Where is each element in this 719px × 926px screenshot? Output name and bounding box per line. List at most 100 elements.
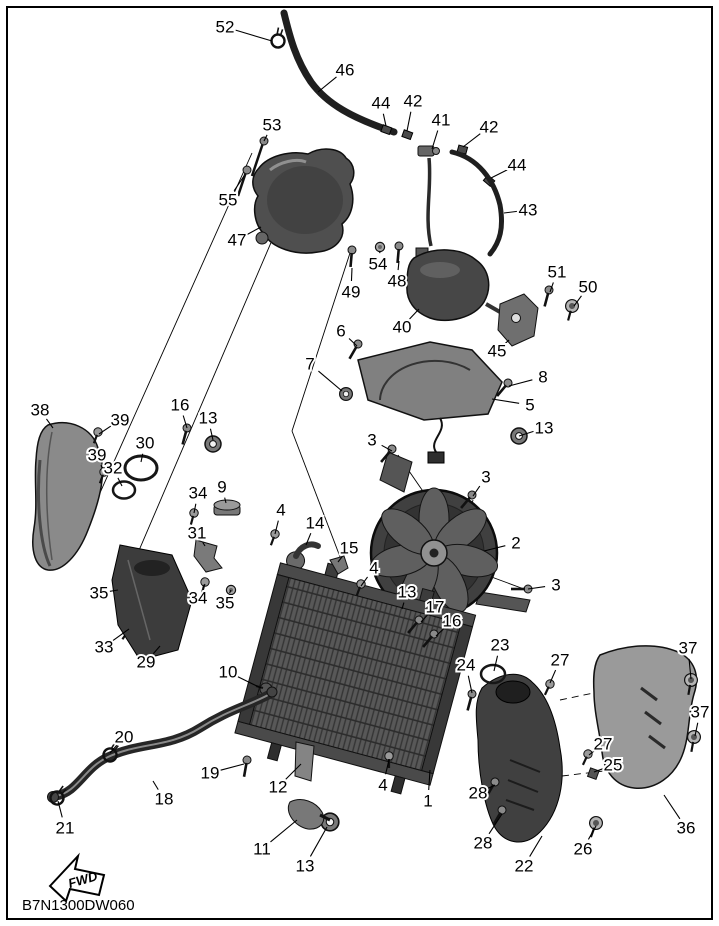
valve-tube-41	[426, 157, 433, 247]
leader-line-30	[140, 453, 144, 463]
leader-line-20	[109, 744, 118, 754]
leader-line-15	[337, 556, 343, 563]
screw-4-a	[265, 527, 282, 548]
leader-line-48	[397, 260, 400, 271]
leader-line-1	[428, 769, 431, 791]
leader-line-3	[381, 444, 393, 452]
radiator-outlet-nipple	[266, 686, 278, 698]
diagram-border	[6, 6, 713, 920]
part-callout-47: 47	[228, 231, 247, 250]
leader-line-3	[527, 586, 546, 590]
part-callout-43: 43	[519, 201, 538, 220]
bolt-49	[345, 244, 358, 269]
clamp-44-a	[380, 124, 393, 136]
leader-line-47	[246, 226, 262, 236]
leader-line-14	[305, 532, 312, 546]
leader-line-42	[462, 133, 481, 148]
part-callout-39: 39	[88, 446, 107, 465]
breather-hose-46	[280, 9, 398, 136]
leader-line-35	[109, 589, 119, 592]
air-duct-29	[111, 544, 193, 661]
leader-line-22	[529, 835, 543, 857]
bracket-11	[287, 799, 331, 830]
part-callout-48: 48	[388, 272, 407, 291]
part-callout-28: 28	[469, 784, 488, 803]
leader-line-4	[385, 759, 390, 775]
leader-line-44	[382, 113, 387, 127]
leader-line-23	[493, 655, 499, 672]
part-callout-36: 36	[677, 819, 696, 838]
leader-line-50	[573, 295, 582, 307]
side-cover-36	[592, 645, 698, 789]
bolt-6	[344, 337, 365, 363]
part-callout-50: 50	[579, 278, 598, 297]
leader-line-21	[57, 800, 63, 818]
leader-line-3	[472, 485, 481, 497]
overflow-hose-43	[449, 149, 505, 257]
recovery-tank-40	[406, 247, 501, 321]
leader-line-45	[504, 339, 510, 344]
leader-line-44	[490, 169, 508, 179]
part-callout-18: 18	[155, 790, 174, 809]
leader-line-2	[483, 545, 506, 552]
leader-line-32	[117, 477, 123, 487]
leader-line-16	[435, 628, 445, 637]
fan-shroud-5	[357, 341, 503, 421]
part-callout-34: 34	[189, 589, 208, 608]
leader-line-40	[409, 308, 420, 320]
part-callout-13: 13	[296, 857, 315, 876]
part-callout-13: 13	[398, 583, 417, 602]
bolt-24	[462, 687, 479, 713]
part-callout-38: 38	[31, 401, 50, 420]
leader-line-27	[549, 669, 557, 684]
part-callout-4: 4	[276, 501, 285, 520]
part-callout-12: 12	[269, 778, 288, 797]
leader-line-16	[182, 415, 188, 429]
leader-line-5	[491, 398, 520, 404]
fan-connector	[427, 451, 445, 464]
part-callout-44: 44	[372, 94, 391, 113]
fwd-arrow: FWD	[48, 852, 106, 903]
leader-line-6	[348, 338, 358, 347]
part-callout-54: 54	[369, 255, 388, 274]
leader-line-4	[274, 520, 279, 535]
part-callout-3: 3	[367, 431, 376, 450]
part-callout-49: 49	[342, 283, 361, 302]
leader-line-31	[202, 542, 206, 547]
part-callout-39: 39	[111, 411, 130, 430]
leader-line-34	[193, 503, 197, 514]
part-callout-30: 30	[136, 434, 155, 453]
leader-line-7	[318, 370, 343, 392]
part-callout-25: 25	[604, 756, 623, 775]
part-callout-46: 46	[336, 61, 355, 80]
leader-line-37	[688, 658, 692, 680]
leader-line-42	[406, 111, 412, 132]
leader-line-39	[100, 465, 105, 474]
leader-line-8	[508, 379, 533, 387]
leader-line-11	[270, 819, 298, 843]
leader-line-51	[549, 282, 554, 293]
part-callout-45: 45	[488, 342, 507, 361]
leader-line-28	[487, 784, 496, 789]
part-callout-3: 3	[481, 468, 490, 487]
collar-7	[339, 387, 353, 401]
leader-line-13	[401, 602, 405, 610]
leader-line-35	[229, 589, 232, 594]
side-cover-38	[32, 422, 104, 571]
inlet-pipe-14	[293, 541, 321, 559]
leader-line-28	[488, 813, 503, 835]
part-callout-22: 22	[515, 857, 534, 876]
leader-line-9	[224, 497, 227, 504]
leader-line-53	[263, 134, 268, 142]
part-callout-42: 42	[480, 118, 499, 137]
part-callout-14: 14	[306, 514, 325, 533]
part-callout-19: 19	[201, 764, 220, 783]
leader-line-38	[45, 418, 54, 429]
leader-line-10	[237, 676, 262, 689]
part-callout-16: 16	[443, 612, 462, 631]
bolt-55	[236, 165, 252, 197]
bolt-51	[539, 283, 556, 309]
bolt-48	[392, 240, 405, 265]
